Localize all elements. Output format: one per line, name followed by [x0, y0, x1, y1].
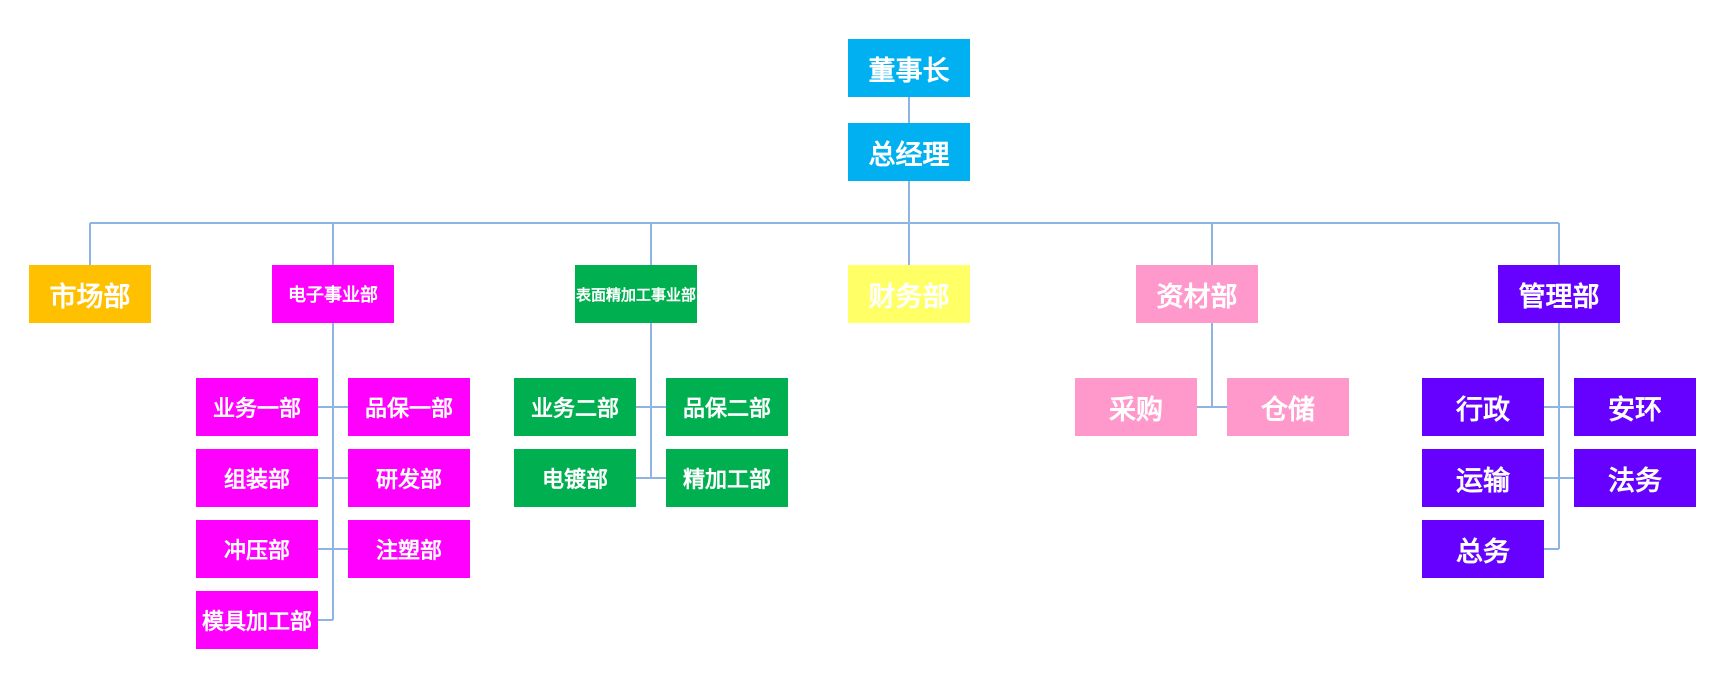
electronics-unit-mold: 模具加工部 — [196, 591, 318, 649]
general-manager-box: 总经理 — [848, 123, 970, 181]
surface-finishing-division-box: 表面精加工事业部 — [575, 265, 697, 323]
finance-dept-box: 财务部 — [848, 265, 970, 323]
surface-unit-plating: 电镀部 — [514, 449, 636, 507]
surface-unit-sales-2: 业务二部 — [514, 378, 636, 436]
electronics-unit-sales-1: 业务一部 — [196, 378, 318, 436]
electronics-unit-assembly: 组装部 — [196, 449, 318, 507]
electronics-unit-rnd: 研发部 — [348, 449, 470, 507]
surface-unit-finishing: 精加工部 — [666, 449, 788, 507]
electronics-unit-stamping: 冲压部 — [196, 520, 318, 578]
management-unit-admin: 行政 — [1422, 378, 1544, 436]
management-dept-box: 管理部 — [1498, 265, 1620, 323]
market-dept-box: 市场部 — [29, 265, 151, 323]
electronics-division-box: 电子事业部 — [272, 265, 394, 323]
management-unit-legal: 法务 — [1574, 449, 1696, 507]
materials-dept-box: 资材部 — [1136, 265, 1258, 323]
surface-unit-qa-2: 品保二部 — [666, 378, 788, 436]
management-unit-transport: 运输 — [1422, 449, 1544, 507]
materials-unit-purchasing: 采购 — [1075, 378, 1197, 436]
management-unit-ehs: 安环 — [1574, 378, 1696, 436]
materials-unit-warehouse: 仓储 — [1227, 378, 1349, 436]
electronics-unit-qa-1: 品保一部 — [348, 378, 470, 436]
electronics-unit-injection: 注塑部 — [348, 520, 470, 578]
management-unit-general-affairs: 总务 — [1422, 520, 1544, 578]
chairman-box: 董事长 — [848, 39, 970, 97]
